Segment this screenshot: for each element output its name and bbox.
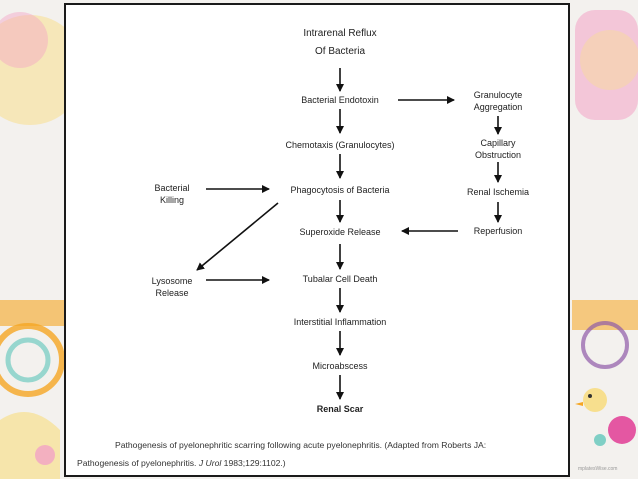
node-reperfusion: Reperfusion bbox=[473, 226, 523, 236]
caption-citation-details: 1983;129:1102.) bbox=[221, 458, 286, 468]
node-line: Capillary bbox=[480, 138, 516, 148]
caption-journal: J Urol bbox=[198, 458, 222, 468]
caption-line-1: Pathogenesis of pyelonephritic scarring … bbox=[115, 440, 487, 450]
caption-citation: Pathogenesis of pyelonephritis. bbox=[77, 458, 199, 468]
node-tubular-cell-death: Tubalar Cell Death bbox=[302, 274, 378, 284]
node-granulocyte-aggregation: Granulocyte Aggregation bbox=[474, 89, 523, 113]
node-line: Bacterial bbox=[154, 183, 190, 193]
node-line: Killing bbox=[159, 195, 185, 205]
node-line: Release bbox=[155, 288, 189, 298]
diagram-panel: Intrarenal Reflux Of Bacteria Bacterial … bbox=[64, 3, 570, 477]
caption-line-2: Pathogenesis of pyelonephritis. J Urol 1… bbox=[77, 454, 563, 472]
node-line: Obstruction bbox=[474, 150, 522, 160]
node-renal-ischemia: Renal Ischemia bbox=[466, 187, 530, 197]
node-line: Of Bacteria bbox=[314, 46, 366, 57]
node-line: Granulocyte bbox=[473, 90, 523, 100]
node-bacterial-killing: Bacterial Killing bbox=[154, 182, 189, 206]
node-interstitial-inflammation: Interstitial Inflammation bbox=[293, 317, 387, 327]
figure-caption: Pathogenesis of pyelonephritic scarring … bbox=[77, 436, 563, 472]
node-renal-scar: Renal Scar bbox=[316, 404, 364, 414]
node-superoxide-release: Superoxide Release bbox=[299, 227, 381, 237]
node-phagocytosis: Phagocytosis of Bacteria bbox=[290, 185, 390, 195]
flow-arrows bbox=[196, 68, 502, 400]
node-line: Aggregation bbox=[473, 102, 523, 112]
node-chemotaxis: Chemotaxis (Granulocytes) bbox=[285, 140, 395, 150]
node-microabscess: Microabscess bbox=[312, 361, 368, 371]
template-watermark: mplatesWise.com bbox=[578, 466, 618, 472]
node-lysosome-release: Lysosome Release bbox=[152, 275, 193, 299]
node-capillary-obstruction: Capillary Obstruction bbox=[475, 137, 521, 161]
arrow-phagocytosis-to-lysosome bbox=[196, 202, 279, 271]
node-bacterial-endotoxin: Bacterial Endotoxin bbox=[301, 95, 379, 105]
node-line: Lysosome bbox=[151, 276, 193, 286]
node-intrarenal-reflux: Intrarenal Reflux Of Bacteria bbox=[303, 25, 376, 61]
node-line: Intrarenal Reflux bbox=[303, 28, 377, 39]
